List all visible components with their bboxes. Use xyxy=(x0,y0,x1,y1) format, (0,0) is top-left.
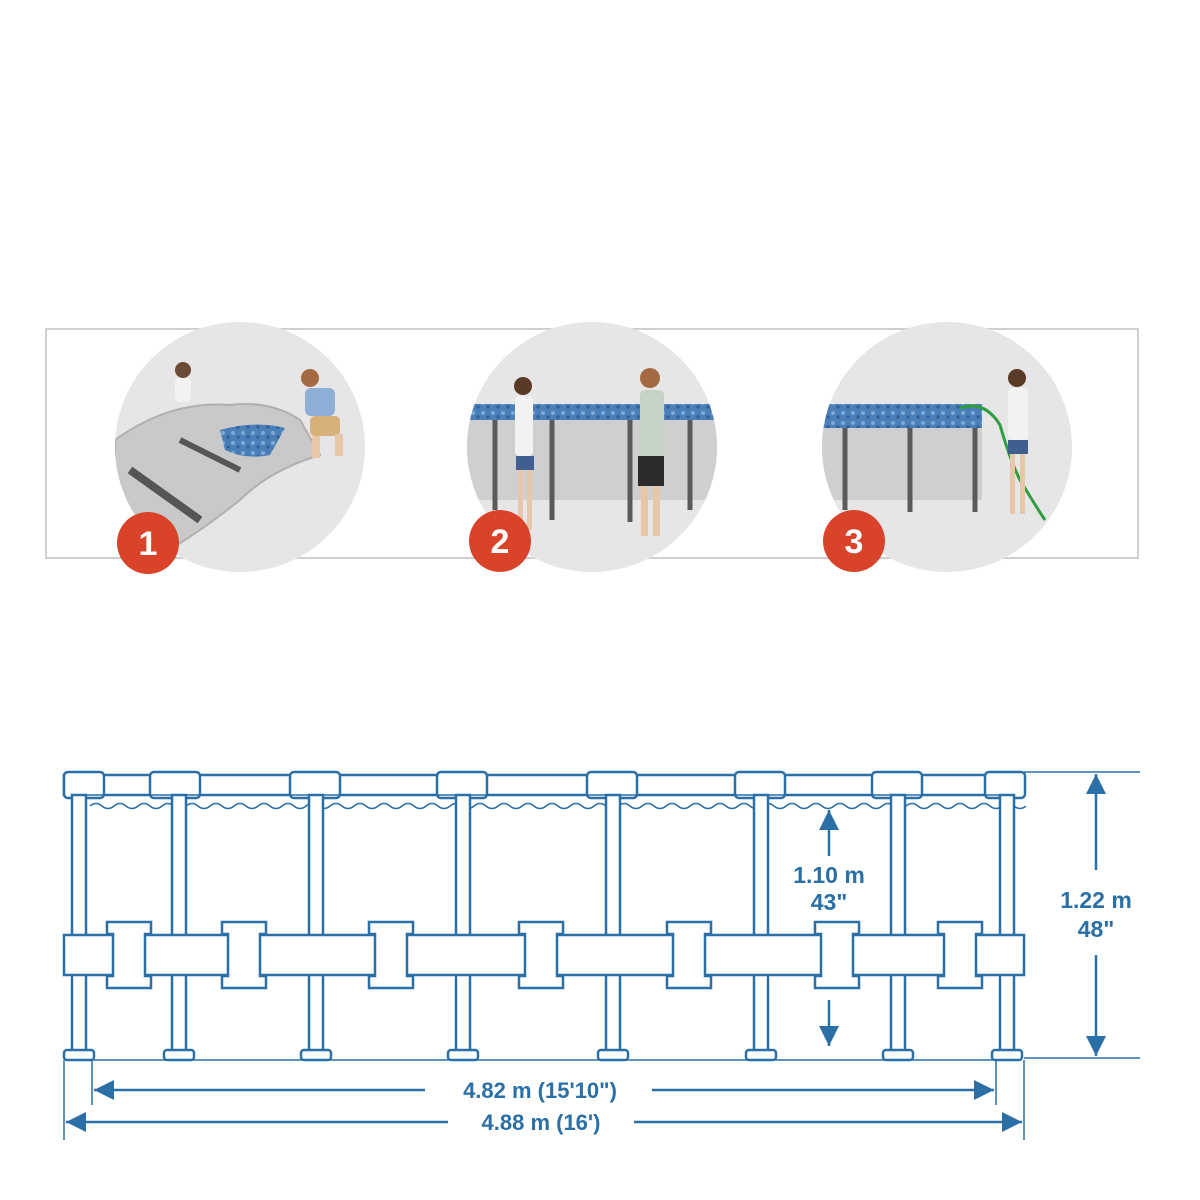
wall-height-metric: 1.22 m xyxy=(1060,887,1132,913)
wall-height-imperial: 48" xyxy=(1078,916,1115,942)
extension-lines xyxy=(63,771,1140,1140)
frame-legs xyxy=(70,793,1016,1059)
waterline xyxy=(89,802,1027,810)
step-3-illustration xyxy=(822,322,1072,572)
svg-text:2: 2 xyxy=(491,523,510,561)
step-2-illustration xyxy=(467,322,717,572)
water-depth-imperial: 43" xyxy=(811,889,848,915)
step-2-badge: 2 xyxy=(469,510,531,572)
outer-diameter-label: 4.88 m (16') xyxy=(482,1110,601,1135)
svg-text:3: 3 xyxy=(845,523,864,561)
inner-diameter-label: 4.82 m (15'10") xyxy=(463,1078,617,1103)
pool-frame xyxy=(62,770,1027,1062)
top-rail-joints xyxy=(62,770,1027,800)
step-1-badge: 1 xyxy=(117,512,179,574)
step-1-illustration xyxy=(115,322,365,572)
band-clips xyxy=(105,920,984,990)
step-3-badge: 3 xyxy=(823,510,885,572)
water-depth-metric: 1.10 m xyxy=(793,862,865,888)
frame-feet xyxy=(62,1048,1024,1062)
svg-text:1: 1 xyxy=(139,525,158,563)
